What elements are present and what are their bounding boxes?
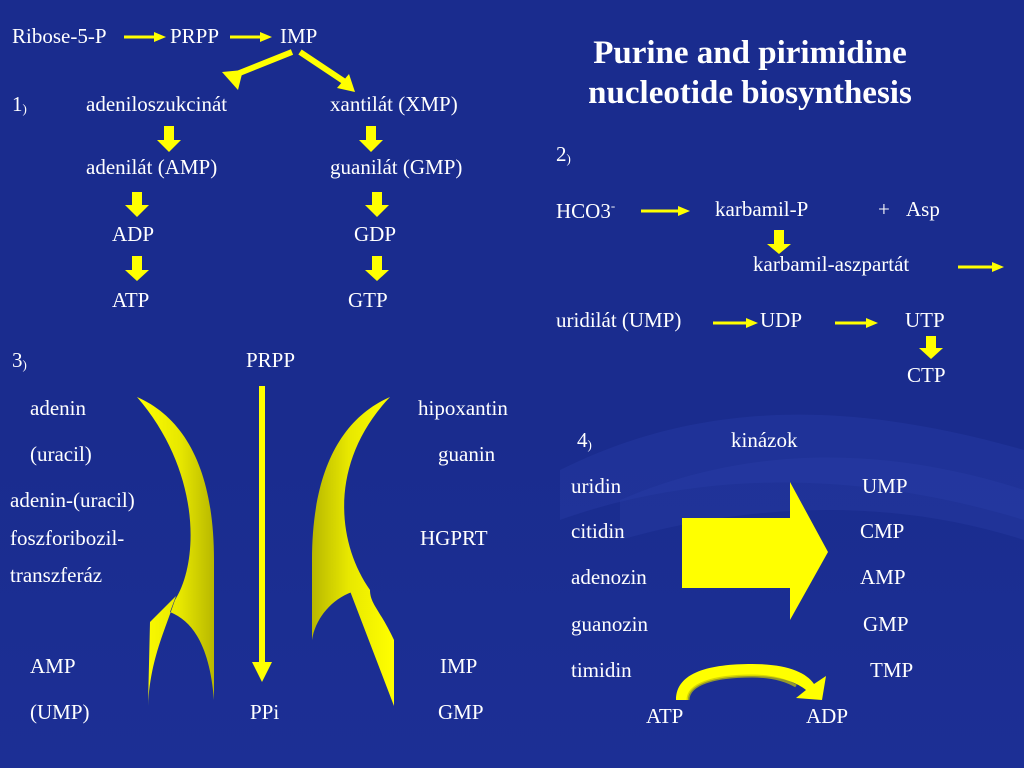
- label-uridin: uridin: [571, 474, 622, 498]
- label-plus: +: [878, 197, 890, 221]
- label-utp: UTP: [905, 308, 945, 332]
- arrow-down-xmp-gmp: [359, 126, 383, 152]
- panel2-number: 2): [556, 142, 571, 166]
- curved-arrow-left-salvage: [137, 397, 214, 706]
- arrow-down-karbamil-p: [767, 230, 791, 254]
- label-karbamil-aszpartat: karbamil-aszpartát: [753, 252, 910, 276]
- panel1-number: 1): [12, 92, 27, 116]
- panel1-number-paren: ): [22, 101, 27, 116]
- label-amp: adenilát (AMP): [86, 155, 218, 179]
- label-guanozin: guanozin: [571, 612, 648, 636]
- arrow-down-amp-adp: [125, 192, 149, 217]
- panel3-number-paren: ): [22, 357, 27, 372]
- curved-arrow-atp-adp: [676, 664, 826, 701]
- label-adenozin: adenozin: [571, 565, 647, 589]
- label-hco3-charge: -: [610, 198, 616, 213]
- label-ump-panel4: UMP: [862, 474, 908, 498]
- arrow-down-utp-ctp: [919, 336, 943, 359]
- panel3-number: 3): [12, 348, 27, 372]
- arrow-udp-to-utp: [835, 318, 878, 328]
- page-title: Purine and pirimidine nucleotide biosynt…: [588, 35, 912, 111]
- panel2-number-digit: 2: [556, 142, 567, 166]
- panel4-number: 4): [577, 428, 592, 452]
- label-adp-panel4: ADP: [806, 704, 849, 728]
- label-ribose-5-p: Ribose-5-P: [12, 24, 107, 48]
- label-enzyme-aprt-line2: foszforibozil-: [10, 526, 125, 550]
- label-guanin: guanin: [438, 442, 496, 466]
- panel1-number-digit: 1: [12, 92, 23, 116]
- label-ump-panel3: (UMP): [30, 700, 90, 724]
- curved-arrow-right-salvage: [312, 397, 394, 706]
- label-enzyme-aprt-line1: adenin-(uracil): [10, 488, 135, 512]
- label-gmp-panel4: GMP: [863, 612, 909, 636]
- arrow-prpp-to-imp: [230, 32, 272, 42]
- label-prpp-top: PRPP: [170, 24, 220, 48]
- label-amp-panel4: AMP: [860, 565, 906, 589]
- label-asp: Asp: [906, 197, 940, 221]
- label-hipoxantin: hipoxantin: [418, 396, 508, 420]
- arrow-imp-to-xmp: [298, 49, 355, 92]
- label-atp-panel4: ATP: [646, 704, 684, 728]
- label-hgprt: HGPRT: [420, 526, 488, 550]
- label-imp-top: IMP: [280, 24, 318, 48]
- label-hco3-text: HCO3: [556, 199, 611, 223]
- arrow-ump-to-udp: [713, 318, 758, 328]
- label-timidin: timidin: [571, 658, 632, 682]
- panel4-number-digit: 4: [577, 428, 588, 452]
- label-uracil: (uracil): [30, 442, 92, 466]
- arrow-karbamil-aszpartat-out: [958, 262, 1004, 272]
- label-adenin: adenin: [30, 396, 86, 420]
- label-kinazok: kinázok: [731, 428, 798, 452]
- arrow-down-gdp-gtp: [365, 256, 389, 281]
- panel3-number-digit: 3: [12, 348, 23, 372]
- arrow-hco3-to-karbamil-p: [641, 206, 690, 216]
- arrow-imp-to-adeniloszukcinat: [222, 49, 294, 90]
- panel2-number-paren: ): [566, 151, 571, 166]
- label-karbamil-p: karbamil-P: [715, 197, 809, 221]
- label-hco3: HCO3-: [556, 199, 615, 222]
- arrow-prpp-to-ppi: [252, 386, 272, 682]
- arrow-ribose-to-prpp: [124, 32, 166, 42]
- label-xmp: xantilát (XMP): [330, 92, 458, 116]
- label-amp-panel3: AMP: [30, 654, 76, 678]
- label-cmp-panel4: CMP: [860, 519, 905, 543]
- arrow-down-adeniloszukcinat-amp: [157, 126, 181, 152]
- arrow-down-adp-atp: [125, 256, 149, 281]
- label-ppi: PPi: [250, 700, 280, 724]
- label-atp: ATP: [112, 288, 150, 312]
- label-uridilat-ump: uridilát (UMP): [556, 308, 682, 332]
- label-adeniloszukcinat: adeniloszukcinát: [86, 92, 228, 116]
- label-gmp: guanilát (GMP): [330, 155, 463, 179]
- arrow-down-gmp-gdp: [365, 192, 389, 217]
- label-imp-panel3: IMP: [440, 654, 478, 678]
- label-prpp-panel3: PRPP: [246, 348, 296, 372]
- label-gtp: GTP: [348, 288, 388, 312]
- label-udp: UDP: [760, 308, 803, 332]
- big-arrow-kinazok: [682, 482, 828, 620]
- label-enzyme-aprt-line3: transzferáz: [10, 563, 103, 587]
- label-adp: ADP: [112, 222, 155, 246]
- label-gmp-panel3: GMP: [438, 700, 484, 724]
- label-ctp: CTP: [907, 363, 946, 387]
- label-tmp-panel4: TMP: [870, 658, 914, 682]
- label-gdp: GDP: [354, 222, 397, 246]
- panel4-number-paren: ): [587, 437, 592, 452]
- label-citidin: citidin: [571, 519, 625, 543]
